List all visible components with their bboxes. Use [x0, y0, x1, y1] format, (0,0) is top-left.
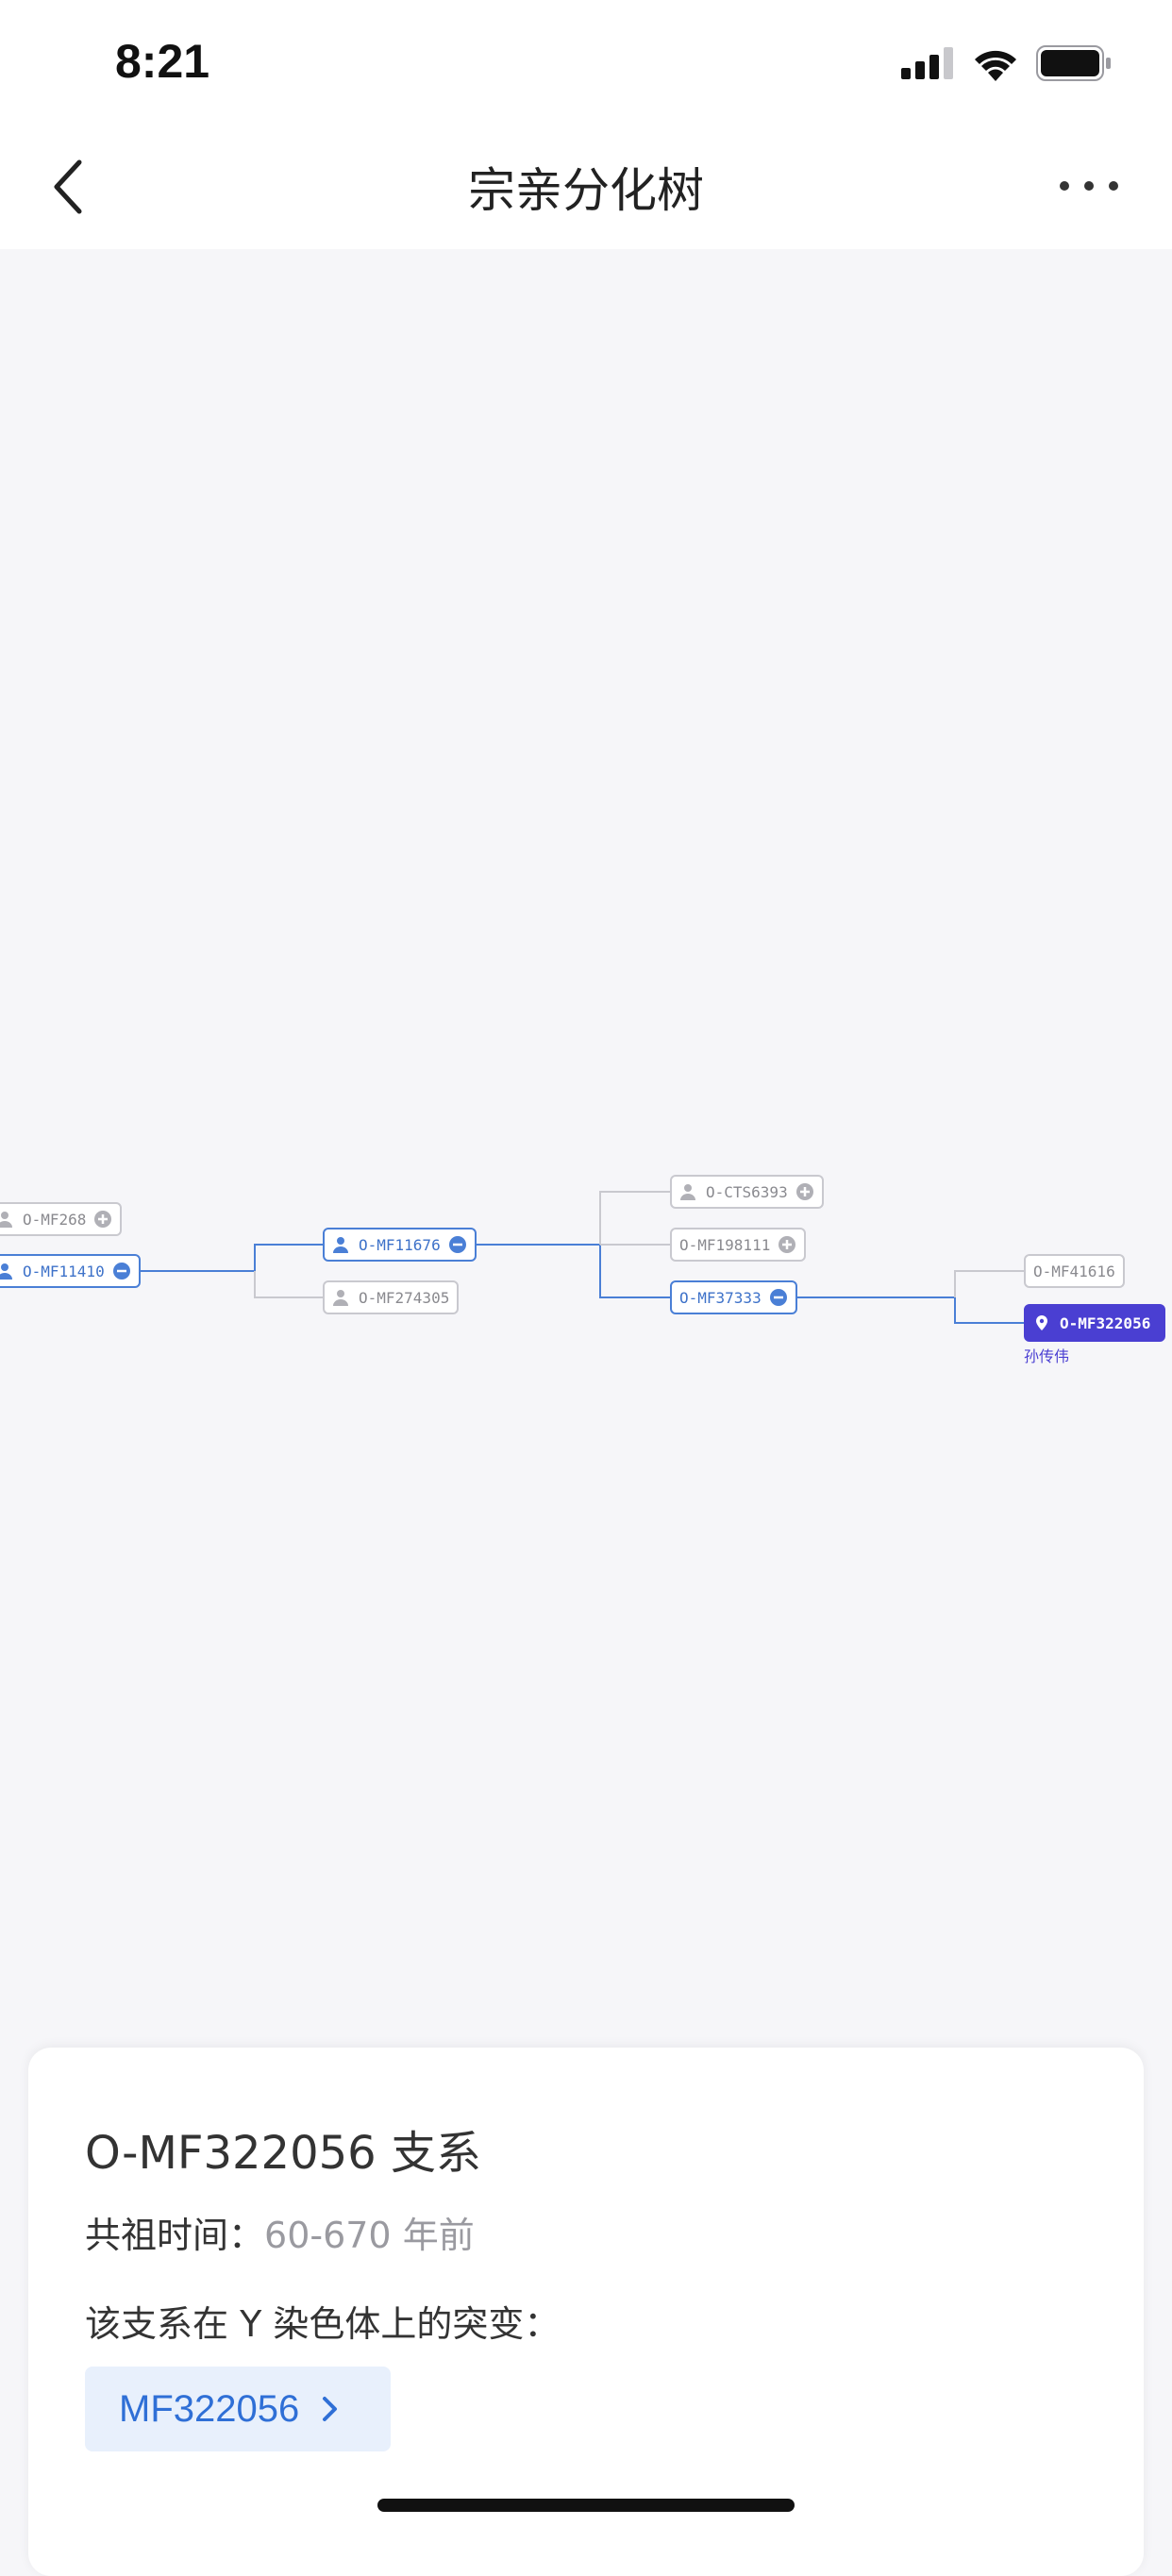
wifi-icon [975, 50, 1016, 81]
person-icon [333, 1237, 348, 1253]
person-icon [0, 1212, 12, 1228]
location-pin-icon [1036, 1315, 1047, 1330]
tree-node-mf11676[interactable]: O-MF11676 [323, 1228, 477, 1262]
collapse-icon[interactable] [769, 1288, 788, 1307]
collapse-icon[interactable] [112, 1262, 131, 1280]
expand-icon[interactable] [795, 1182, 814, 1201]
more-options-button[interactable] [1055, 162, 1123, 209]
tree-node-mf37333[interactable]: O-MF37333 [670, 1280, 797, 1314]
current-user-label: 孙传伟 [1024, 1347, 1070, 1365]
expand-icon[interactable] [778, 1235, 796, 1254]
node-label: O-MF37333 [679, 1288, 762, 1307]
node-label: O-MF11410 [23, 1262, 105, 1280]
branch-title: O-MF322056 支系 [85, 2127, 481, 2180]
mutation-chip-label: MF322056 [119, 2387, 300, 2430]
node-label: O-MF198111 [679, 1235, 771, 1254]
person-icon [333, 1290, 348, 1306]
status-bar: 8:21 [0, 0, 1172, 125]
tree-canvas[interactable]: O-MF268 O-MF11410 O-MF11676 O-MF274305 O… [0, 249, 1172, 2042]
tree-node-cts6393[interactable]: O-CTS6393 [670, 1175, 824, 1209]
tree-node-mf41616[interactable]: O-MF41616 [1024, 1254, 1125, 1288]
collapse-icon[interactable] [448, 1235, 467, 1254]
node-label: O-MF268 [23, 1210, 87, 1229]
common-ancestor-row: 共祖时间：60-670 年前 [85, 2206, 475, 2258]
chevron-right-icon [323, 2397, 338, 2421]
node-label: O-MF322056 [1060, 1313, 1151, 1332]
page-title: 宗亲分化树 [468, 163, 704, 218]
signal-icon [901, 47, 953, 79]
tree-node-mf322056[interactable]: O-MF322056 [1024, 1304, 1165, 1342]
mutation-heading: 该支系在 Y 染色体上的突变： [85, 2303, 561, 2345]
expand-icon[interactable] [93, 1210, 112, 1229]
tree-node-mf198111[interactable]: O-MF198111 [670, 1228, 807, 1262]
tree-node-mf274305[interactable]: O-MF274305 [323, 1280, 460, 1314]
tree-node-mf11410[interactable]: O-MF11410 [0, 1254, 141, 1288]
tree-edges [134, 1191, 1024, 1324]
node-label: O-CTS6393 [706, 1182, 788, 1201]
status-time: 8:21 [115, 35, 210, 88]
node-label: O-MF11676 [359, 1235, 441, 1254]
common-ancestor-label: 共祖时间： [85, 2215, 265, 2256]
mutation-chip-button[interactable]: MF322056 [85, 2367, 391, 2451]
node-label: O-MF274305 [359, 1288, 450, 1307]
person-icon [680, 1184, 695, 1200]
back-button[interactable] [38, 153, 106, 221]
node-label: O-MF41616 [1033, 1262, 1115, 1280]
branch-detail-sheet: O-MF322056 支系 共祖时间：60-670 年前 该支系在 Y 染色体上… [28, 2048, 1144, 2576]
navigation-bar: 宗亲分化树 [0, 125, 1172, 249]
battery-icon [1036, 45, 1111, 81]
home-indicator [377, 2499, 795, 2512]
tree-node-mf268[interactable]: O-MF268 [0, 1202, 123, 1236]
person-icon [0, 1263, 12, 1280]
common-ancestor-value: 60-670 年前 [264, 2215, 475, 2256]
